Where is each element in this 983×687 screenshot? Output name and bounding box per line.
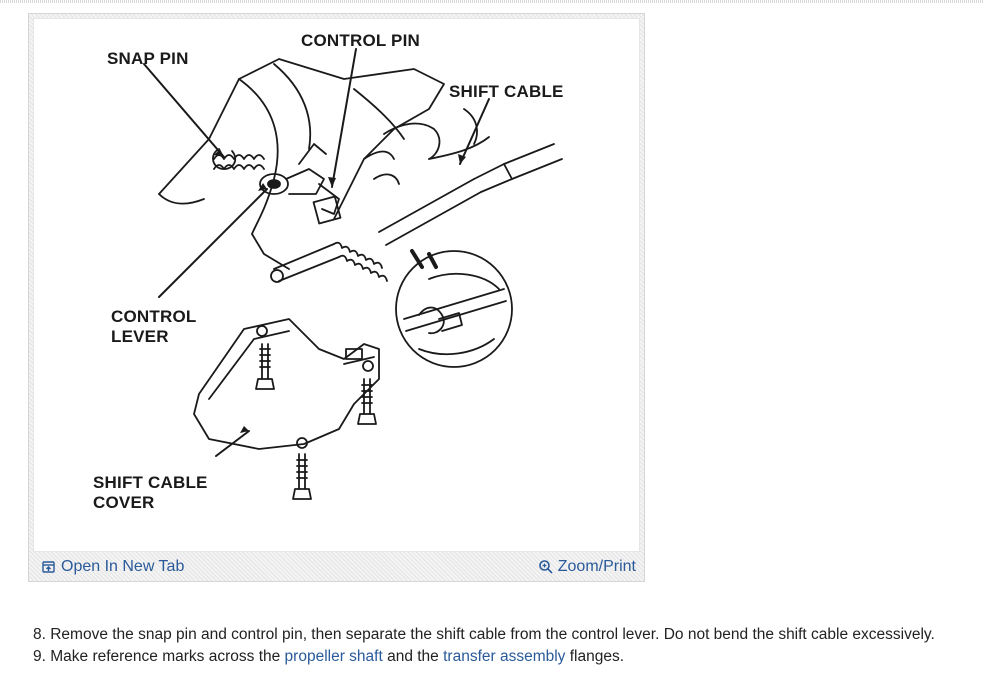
step-9-text-end: flanges. [565,648,625,665]
callout-control-pin: CONTROL PIN [301,31,421,50]
leader-lines [143,48,490,457]
diagram-panel: SNAP PIN CONTROL PIN SHIFT CABLE CONTROL… [33,18,640,552]
step-9-text-middle: and the [382,648,444,665]
zoom-print-link[interactable]: Zoom/Print [538,557,636,577]
shift-cable-cover [193,318,380,450]
shift-cable-diagram [143,48,563,500]
callout-shift-cable: SHIFT CABLE [449,82,564,101]
callout-control-lever-line2: LEVER [111,327,169,346]
transmission-housing [158,58,490,270]
shift-cable [270,143,563,283]
propeller-shaft-link[interactable]: propeller shaft [284,648,383,665]
figure-footer: Open In New Tab Zoom/Print [29,555,644,581]
callout-control-lever: CONTROL LEVER [111,307,196,347]
open-new-tab-link[interactable]: Open In New Tab [41,557,184,577]
callout-shift-cable-cover: SHIFT CABLE COVER [93,473,208,513]
magnified-detail [395,249,513,368]
callout-snap-pin: SNAP PIN [107,49,189,68]
open-new-tab-icon [41,559,57,575]
bolts [255,343,377,500]
callout-shift-cable-cover-line1: SHIFT CABLE [93,473,208,492]
figure-container: SNAP PIN CONTROL PIN SHIFT CABLE CONTROL… [28,13,645,582]
open-new-tab-label: Open In New Tab [61,558,185,575]
instruction-steps: 8. Remove the snap pin and control pin, … [33,624,973,668]
top-divider [0,0,983,3]
transfer-assembly-link[interactable]: transfer assembly [443,648,566,665]
magnifier-icon [538,559,554,575]
zoom-print-label: Zoom/Print [557,558,636,575]
callout-shift-cable-cover-line2: COVER [93,493,155,512]
snap-pin-spring [212,148,265,170]
callout-control-lever-line1: CONTROL [111,307,197,326]
step-9: 9. Make reference marks across the prope… [33,646,973,668]
step-8: 8. Remove the snap pin and control pin, … [33,626,935,643]
leader-arrowheads [214,149,466,433]
control-lever-assembly [259,143,342,225]
step-9-text-start: 9. Make reference marks across the [33,648,285,665]
